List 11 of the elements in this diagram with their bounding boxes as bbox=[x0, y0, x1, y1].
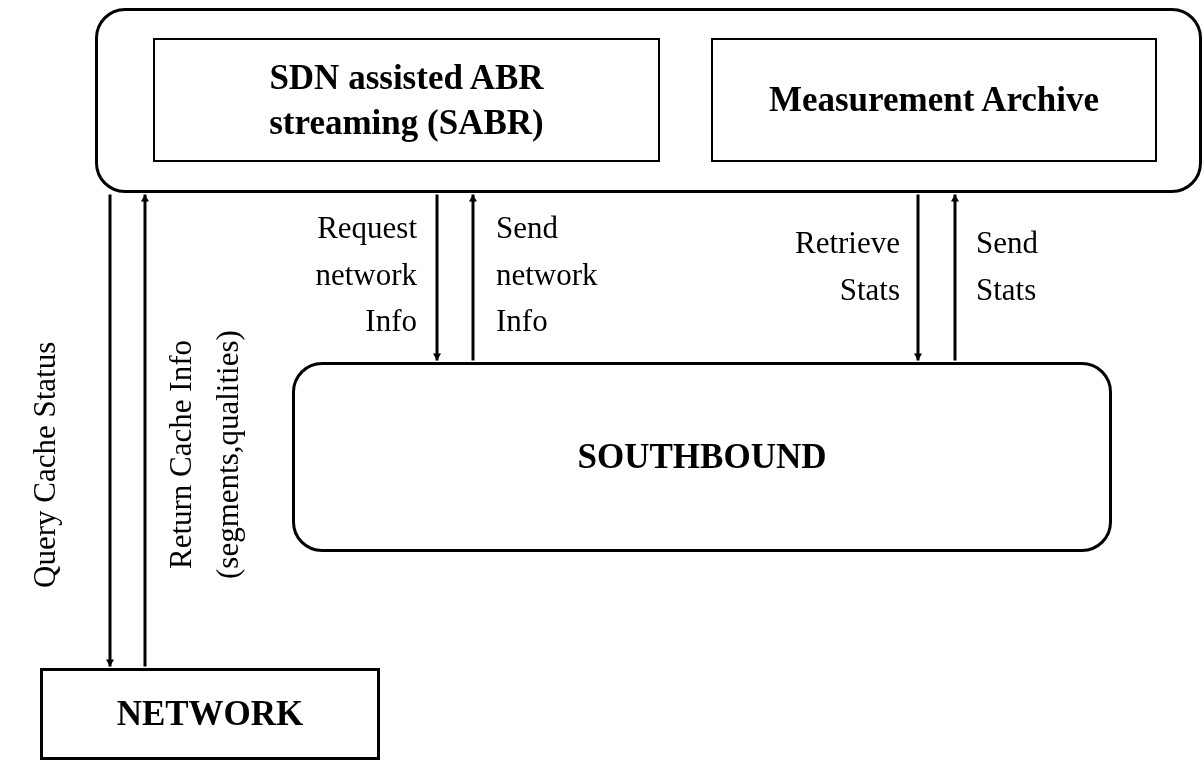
arrow bbox=[141, 194, 149, 667]
rounded-box: SOUTHBOUND bbox=[292, 362, 1112, 552]
process-box: SDN assisted ABR streaming (SABR) bbox=[153, 38, 660, 162]
container-box bbox=[95, 8, 1202, 193]
process-box: NETWORK bbox=[40, 668, 380, 760]
arrow bbox=[469, 194, 477, 361]
arrow bbox=[106, 194, 114, 667]
arrow bbox=[433, 194, 441, 361]
arrow bbox=[914, 194, 922, 361]
arrow bbox=[951, 194, 959, 361]
process-box: Measurement Archive bbox=[711, 38, 1157, 162]
